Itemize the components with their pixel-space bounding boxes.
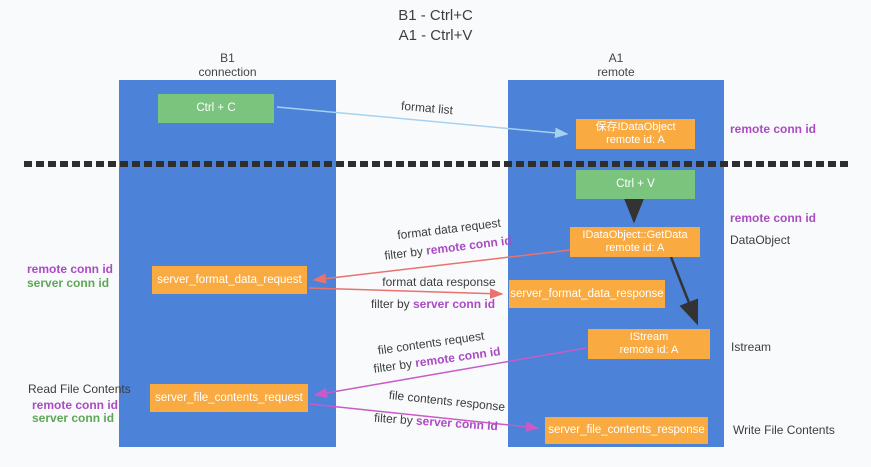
edge-label-filter-server-2: filter by server conn id: [374, 411, 499, 434]
server-conn-id-text: server conn id: [415, 413, 499, 434]
filter-by-text: filter by: [370, 297, 413, 311]
filter-by-text: filter by: [373, 410, 417, 428]
edge-label-file-contents-response: file contents response: [388, 387, 506, 415]
edge-label-format-list: format list: [400, 98, 454, 118]
annotation-remote-conn-id-left-bottom: remote conn id: [32, 398, 119, 412]
node-server-file-contents-request: server_file_contents_request: [150, 384, 308, 412]
annotation-remote-conn-id-left-top: remote conn id: [27, 262, 114, 276]
title-line-2: A1 - Ctrl+V: [398, 27, 473, 44]
node-server-file-contents-response: server_file_contents_response: [545, 417, 708, 444]
edge-label-format-data-response: format data response: [382, 275, 496, 289]
node-idataobject-getdata-line2: remote id: A: [605, 242, 665, 254]
node-save-idataobject-line1: 保存IDataObject: [595, 121, 676, 133]
lane-header-a1: A1 remote: [508, 51, 724, 79]
annotation-server-conn-id-left-bottom: server conn id: [32, 411, 115, 425]
lane-a1-name: A1: [608, 51, 624, 65]
edge-label-filter-server-1: filter by server conn id: [371, 297, 495, 311]
node-server-format-data-request: server_format_data_request: [152, 266, 307, 294]
node-server-file-contents-response-label: server_file_contents_response: [548, 424, 705, 436]
node-idataobject-getdata: IDataObject::GetData remote id: A: [570, 227, 700, 257]
annotation-istream: Istream: [731, 340, 772, 354]
node-save-idataobject-line2: remote id: A: [606, 134, 665, 146]
node-ctrl-v: Ctrl + V: [576, 170, 695, 199]
node-idataobject-getdata-line1: IDataObject::GetData: [582, 229, 688, 241]
diagram-title: B1 - Ctrl+C A1 - Ctrl+V: [0, 6, 871, 46]
node-server-format-data-response-label: server_format_data_response: [510, 287, 664, 300]
lane-b1-name: B1: [220, 51, 235, 65]
annotation-remote-conn-id-right-top: remote conn id: [730, 122, 817, 136]
filter-by-text: filter by: [372, 356, 417, 376]
server-conn-id-text: server conn id: [412, 297, 496, 311]
lane-a1-role: remote: [597, 65, 635, 79]
node-ctrl-c: Ctrl + C: [158, 94, 274, 123]
node-save-idataobject: 保存IDataObject remote id: A: [576, 119, 695, 149]
machine-boundary-dashed-line: [24, 161, 848, 167]
annotation-read-file-contents: Read File Contents: [28, 382, 131, 396]
node-server-file-contents-request-label: server_file_contents_request: [155, 391, 303, 404]
node-istream-line1: IStream: [629, 331, 669, 343]
annotation-write-file-contents: Write File Contents: [733, 423, 835, 437]
node-ctrl-c-label: Ctrl + C: [196, 102, 236, 114]
lane-header-b1: B1 connection: [119, 51, 336, 79]
lane-b1-role: connection: [198, 65, 257, 79]
filter-by-text: filter by: [383, 243, 428, 263]
node-server-format-data-response: server_format_data_response: [509, 280, 665, 308]
title-line-1: B1 - Ctrl+C: [398, 7, 473, 24]
annotation-server-conn-id-left-top: server conn id: [27, 276, 110, 290]
node-ctrl-v-label: Ctrl + V: [616, 178, 655, 190]
annotation-remote-conn-id-right-mid: remote conn id: [730, 211, 817, 225]
annotation-dataobject: DataObject: [730, 233, 791, 247]
node-istream: IStream remote id: A: [588, 329, 710, 359]
node-server-format-data-request-label: server_format_data_request: [157, 273, 302, 286]
node-istream-line2: remote id: A: [619, 344, 679, 356]
